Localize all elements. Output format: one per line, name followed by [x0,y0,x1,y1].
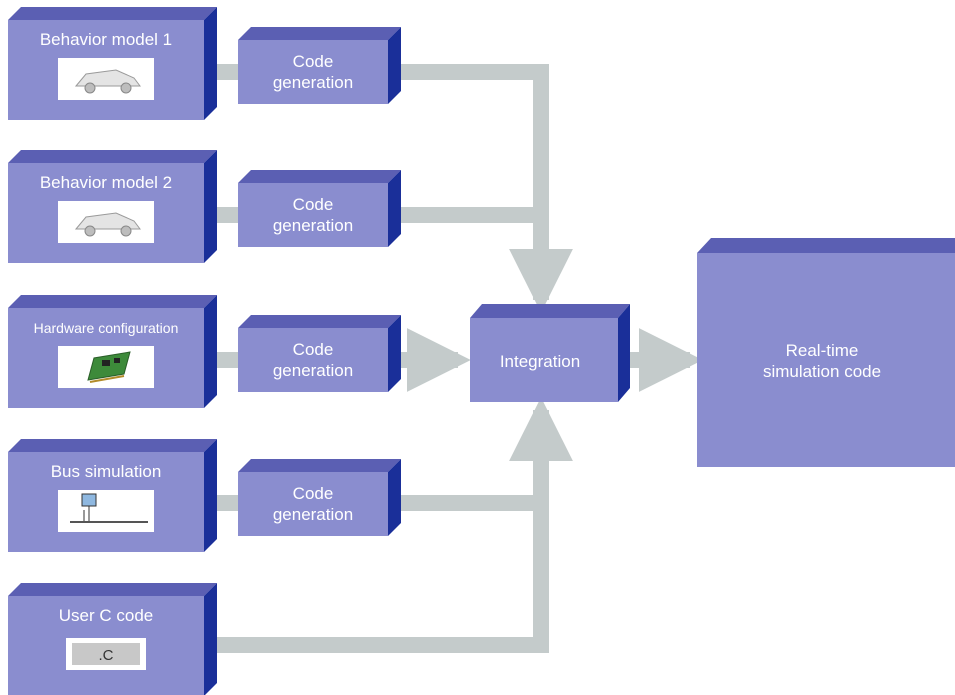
source-box-1-side [204,7,217,120]
circuit-board-image [58,346,154,388]
arrow-codegen1-to-integration [390,64,573,313]
code-generation-box-4-top [238,459,401,472]
integration-box-front [470,318,618,402]
source-box-label: Behavior model 2 [40,173,172,192]
source-box-5-side [204,583,217,695]
code-generation-label-line2: generation [273,505,353,524]
source-box-3: Hardware configuration [8,295,217,408]
code-generation-box-3: Code generation [238,315,401,392]
integration-box: Integration [470,304,630,402]
source-box-label: Bus simulation [51,462,162,481]
code-generation-label-line1: Code [293,340,334,359]
code-generation-box-2: Code generation [238,170,401,247]
source-boxes: Behavior model 1 Behavior model 2 Hardware… [8,7,217,695]
source-box-3-side [204,295,217,408]
code-generation-label-line1: Code [293,52,334,71]
source-box-5: User C code .C [8,583,217,695]
code-generation-label-line1: Code [293,195,334,214]
output-label-line1: Real-time [786,341,859,360]
output-label-line2: simulation code [763,362,881,381]
integration-box-side [618,304,630,402]
code-generation-label-line1: Code [293,484,334,503]
code-generation-box-4: Code generation [238,459,401,536]
code-generation-box-3-top [238,315,401,328]
code-generation-box-4-side [388,459,401,536]
code-generation-box-4-front [238,472,388,536]
code-generation-box-1-side [388,27,401,104]
source-box-2-top [8,150,217,163]
source-box-label: Hardware configuration [34,320,179,336]
source-box-4-top [8,439,217,452]
code-generation-box-2-top [238,170,401,183]
code-generation-label-line2: generation [273,73,353,92]
output-box: Real-time simulation code [697,238,955,467]
code-generation-box-3-front [238,328,388,392]
code-generation-label-line2: generation [273,216,353,235]
source-box-label: Behavior model 1 [40,30,172,49]
output-box-top [697,238,955,253]
source-box-3-top [8,295,217,308]
source-box-1-top [8,7,217,20]
source-box-4: Bus simulation [8,439,217,552]
code-generation-box-3-side [388,315,401,392]
output-box-front [697,253,955,467]
code-generation-box-2-side [388,170,401,247]
code-generation-box-1-front [238,40,388,104]
source-box-4-side [204,439,217,552]
c-file-icon: .C [66,638,146,670]
source-box-2: Behavior model 2 [8,150,217,263]
code-generation-box-1: Code generation [238,27,401,104]
connector-arrows [205,64,703,653]
car-image [58,201,154,243]
source-box-2-side [204,150,217,263]
source-box-label: User C code [59,606,153,625]
car-image [58,58,154,100]
source-box-1: Behavior model 1 [8,7,217,120]
code-generation-label-line2: generation [273,361,353,380]
bus-network-image [58,490,154,532]
code-generation-box-2-front [238,183,388,247]
arrow-user-code-to-integration [205,397,573,653]
integration-label: Integration [500,352,580,371]
source-box-5-top [8,583,217,596]
integration-box-top [470,304,630,318]
c-file-label: .C [99,647,114,664]
code-generation-boxes: CodegenerationCodegenerationCodegenerati… [238,27,401,536]
code-generation-box-1-top [238,27,401,40]
